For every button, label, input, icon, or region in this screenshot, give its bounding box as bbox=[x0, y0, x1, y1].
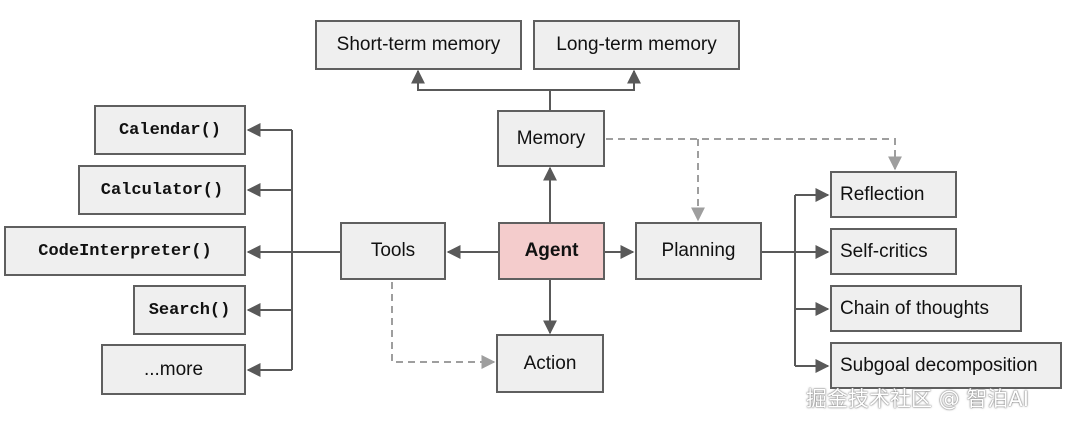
short-term-memory-node: Short-term memory bbox=[315, 20, 522, 70]
search-node: Search() bbox=[133, 285, 246, 335]
edge-memory-short-term bbox=[411, 69, 551, 110]
calculator-node: Calculator() bbox=[78, 165, 246, 215]
memory-node: Memory bbox=[497, 110, 605, 167]
edge-memory-dashed bbox=[606, 138, 902, 171]
code-interpreter-node: CodeInterpreter() bbox=[4, 226, 246, 276]
agent-node: Agent bbox=[498, 222, 605, 280]
tools-node: Tools bbox=[340, 222, 446, 280]
long-term-memory-node: Long-term memory bbox=[533, 20, 740, 70]
more-node: ...more bbox=[101, 344, 246, 395]
edge-tools-bus bbox=[291, 130, 340, 370]
action-node: Action bbox=[496, 334, 604, 393]
calendar-node: Calendar() bbox=[94, 105, 246, 155]
edge-tools-action-dashed bbox=[391, 282, 496, 369]
reflection-node: Reflection bbox=[830, 171, 957, 218]
planning-node: Planning bbox=[635, 222, 762, 280]
subgoal-decomposition-node: Subgoal decomposition bbox=[830, 342, 1062, 389]
self-critics-node: Self-critics bbox=[830, 228, 957, 275]
chain-of-thoughts-node: Chain of thoughts bbox=[830, 285, 1022, 332]
watermark: 掘金技术社区 @ 智泊AI bbox=[806, 387, 1029, 411]
edge-planning-bus bbox=[762, 195, 796, 366]
edge-memory-long-term bbox=[550, 69, 641, 91]
